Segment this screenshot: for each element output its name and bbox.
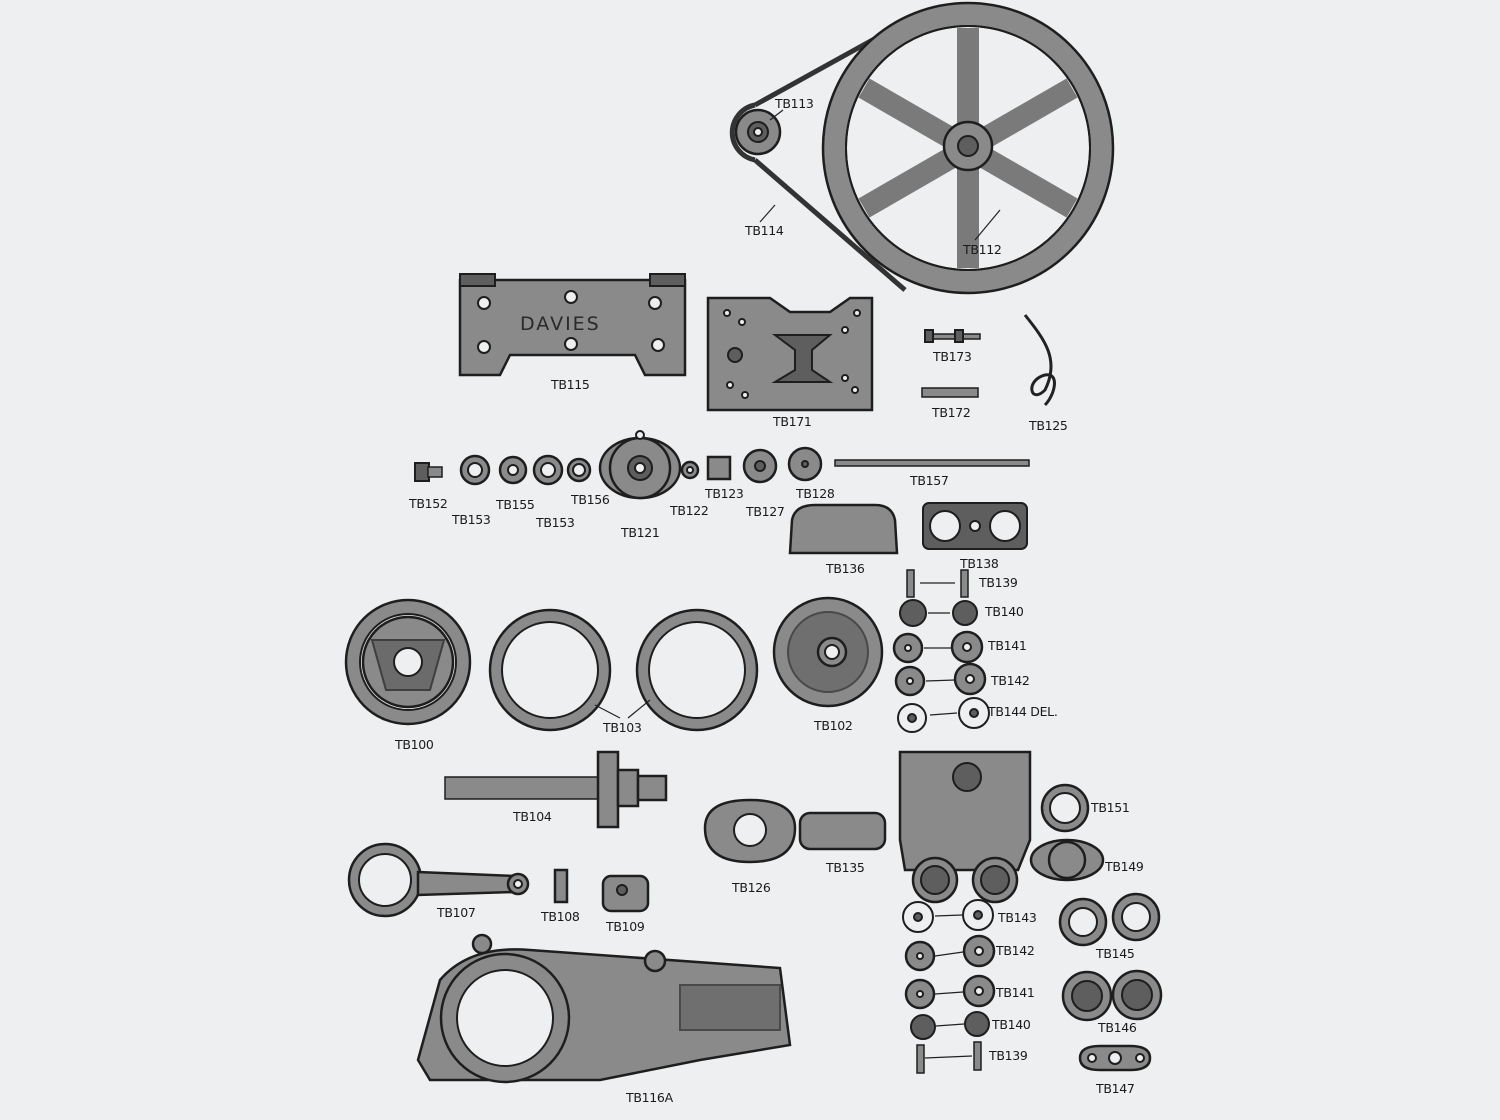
sleeve-tb135 <box>798 811 887 851</box>
label-tb149: TB149 <box>1105 859 1144 874</box>
label-tb112: TB112 <box>963 242 1002 257</box>
plate-tb171 <box>706 296 874 412</box>
caps-tb146 <box>1061 969 1163 1022</box>
washers-row <box>459 454 592 486</box>
label-tb127: TB127 <box>746 504 785 519</box>
label-tb139: TB139 <box>989 1048 1028 1063</box>
davies-embossed: DAVIES <box>520 313 601 335</box>
rings-tb145 <box>1058 892 1161 947</box>
flange-tb126 <box>703 798 797 864</box>
pin-tb108 <box>553 868 569 904</box>
label-tb116a: TB116A <box>626 1090 673 1105</box>
con-rod-tb107 <box>347 842 530 918</box>
label-tb140: TB140 <box>992 1017 1031 1032</box>
label-tb144-del: TB144 DEL. <box>988 704 1058 719</box>
label-tb108: TB108 <box>541 909 580 924</box>
label-tb140: TB140 <box>985 604 1024 619</box>
label-tb107: TB107 <box>437 905 476 920</box>
label-tb139: TB139 <box>979 575 1018 590</box>
label-tb122: TB122 <box>670 503 709 518</box>
label-tb146: TB146 <box>1098 1020 1137 1035</box>
label-tb135: TB135 <box>826 860 865 875</box>
label-tb172: TB172 <box>932 405 971 420</box>
label-tb123: TB123 <box>705 486 744 501</box>
label-tb145: TB145 <box>1096 946 1135 961</box>
plate-tb147 <box>1078 1044 1152 1072</box>
label-tb103: TB103 <box>603 720 642 735</box>
flange-tb121 <box>598 430 682 500</box>
label-tb104: TB104 <box>513 809 552 824</box>
ring-tb151 <box>1040 783 1090 833</box>
block-tb109 <box>601 874 650 913</box>
label-tb138: TB138 <box>960 556 999 571</box>
label-tb128: TB128 <box>796 486 835 501</box>
label-tb141: TB141 <box>996 985 1035 1000</box>
label-tb152: TB152 <box>409 496 448 511</box>
pump-body <box>898 750 1032 904</box>
label-tb147: TB147 <box>1096 1081 1135 1096</box>
base-tb115 <box>458 273 687 377</box>
gasket-tb138 <box>922 502 1028 550</box>
label-tb121: TB121 <box>621 525 660 540</box>
cap-tb149 <box>1029 838 1105 882</box>
label-tb153: TB153 <box>452 512 491 527</box>
label-tb141: TB141 <box>988 638 1027 653</box>
bushing-tb123 <box>706 455 732 481</box>
rod-tb157 <box>834 459 1030 467</box>
bolt-tb152 <box>414 462 443 482</box>
crankcase-tb116a <box>416 933 792 1084</box>
shaft-tb104 <box>444 750 668 829</box>
gaskets-tb103 <box>488 608 759 732</box>
label-tb142: TB142 <box>991 673 1030 688</box>
valve-stack-delivery <box>892 569 990 733</box>
label-tb143: TB143 <box>998 910 1037 925</box>
label-tb142: TB142 <box>996 943 1035 958</box>
label-tb109: TB109 <box>606 919 645 934</box>
valve-stack-suction <box>902 899 996 1074</box>
label-tb100: TB100 <box>395 737 434 752</box>
label-tb125: TB125 <box>1029 418 1068 433</box>
label-tb114: TB114 <box>745 223 784 238</box>
label-tb102: TB102 <box>814 718 853 733</box>
label-tb156: TB156 <box>571 492 610 507</box>
head-tb100 <box>344 598 472 726</box>
label-tb173: TB173 <box>933 349 972 364</box>
pin-tb172 <box>921 387 979 398</box>
label-tb171: TB171 <box>773 414 812 429</box>
bolt-tb173 <box>924 329 981 343</box>
label-tb113: TB113 <box>775 96 814 111</box>
flywheel-tb112 <box>821 1 1115 295</box>
cord-tb125 <box>1023 314 1056 407</box>
cover-tb136 <box>788 503 899 555</box>
label-tb115: TB115 <box>551 377 590 392</box>
label-tb126: TB126 <box>732 880 771 895</box>
label-tb157: TB157 <box>910 473 949 488</box>
motor-pulley-tb113 <box>734 108 782 156</box>
head-tb102 <box>772 596 884 708</box>
label-tb136: TB136 <box>826 561 865 576</box>
label-tb153: TB153 <box>536 515 575 530</box>
label-tb155: TB155 <box>496 497 535 512</box>
label-tb151: TB151 <box>1091 800 1130 815</box>
